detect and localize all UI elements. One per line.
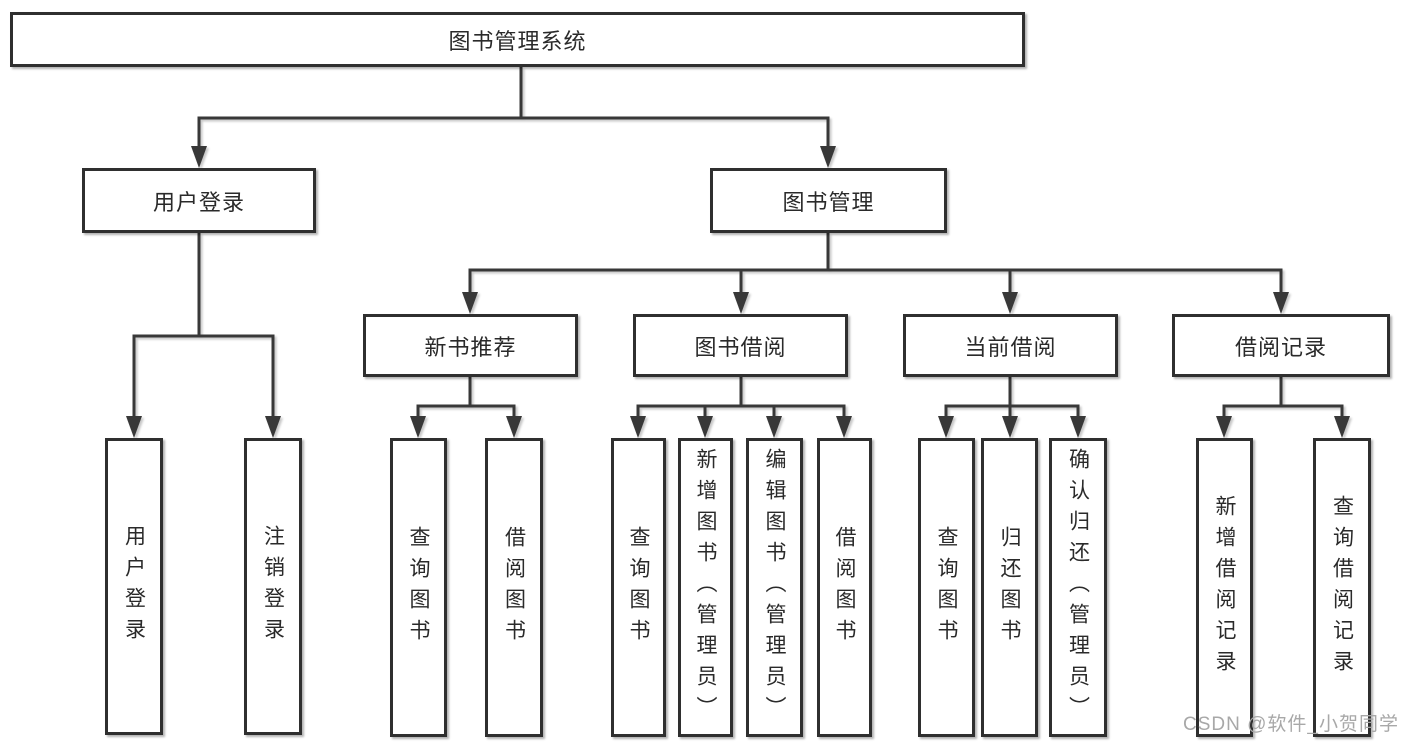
leaf-confirm-return-admin: 确认归还（管理员）	[1049, 438, 1107, 737]
leaf-label: 用户登录	[122, 524, 146, 649]
node-label: 图书管理系统	[448, 28, 587, 54]
leaf-edit-books-admin: 编辑图书（管理员）	[746, 438, 803, 737]
node-label: 图书管理	[782, 189, 875, 215]
leaf-label: 确认归还（管理员）	[1066, 448, 1090, 727]
leaf-label: 查询借阅记录	[1330, 494, 1354, 681]
leaf-add-borrow-record: 新增借阅记录	[1196, 438, 1253, 737]
csdn-watermark: CSDN @软件_小贺同学	[1183, 714, 1399, 735]
leaf-label: 归还图书	[998, 525, 1021, 650]
leaf-label: 借阅图书	[833, 525, 856, 650]
leaf-query-books-1: 查询图书	[390, 438, 447, 737]
node-user-login-module: 用户登录	[82, 168, 316, 233]
leaf-borrow-books-2: 借阅图书	[817, 438, 872, 737]
node-new-book-recommend: 新书推荐	[363, 314, 578, 377]
node-label: 用户登录	[152, 189, 245, 215]
leaf-query-books-2: 查询图书	[611, 438, 666, 737]
node-book-management-module: 图书管理	[710, 168, 947, 233]
leaf-label: 查询图书	[407, 525, 430, 650]
leaf-label: 借阅图书	[502, 525, 526, 650]
leaf-query-books-3: 查询图书	[918, 438, 975, 737]
leaf-label: 编辑图书（管理员）	[763, 448, 786, 727]
leaf-query-borrow-record: 查询借阅记录	[1313, 438, 1371, 737]
leaf-label: 查询图书	[935, 525, 958, 650]
leaf-label: 新增借阅记录	[1213, 494, 1236, 681]
node-borrow-records: 借阅记录	[1172, 314, 1390, 377]
leaf-user-login: 用户登录	[105, 438, 163, 735]
leaf-logout: 注销登录	[244, 438, 302, 735]
node-label: 借阅记录	[1234, 334, 1327, 360]
node-label: 图书借阅	[694, 334, 787, 360]
arrowhead-icons	[126, 146, 1350, 438]
leaf-return-books: 归还图书	[981, 438, 1038, 737]
leaf-label: 查询图书	[627, 525, 650, 650]
node-book-borrow: 图书借阅	[633, 314, 848, 377]
leaf-label: 新增图书（管理员）	[694, 448, 717, 727]
node-label: 新书推荐	[424, 334, 517, 360]
node-label: 当前借阅	[964, 334, 1057, 360]
node-library-management-system: 图书管理系统	[10, 12, 1025, 67]
leaf-label: 注销登录	[261, 524, 285, 649]
leaf-borrow-books-1: 借阅图书	[485, 438, 543, 737]
leaf-add-books-admin: 新增图书（管理员）	[678, 438, 733, 737]
node-current-borrow: 当前借阅	[903, 314, 1118, 377]
